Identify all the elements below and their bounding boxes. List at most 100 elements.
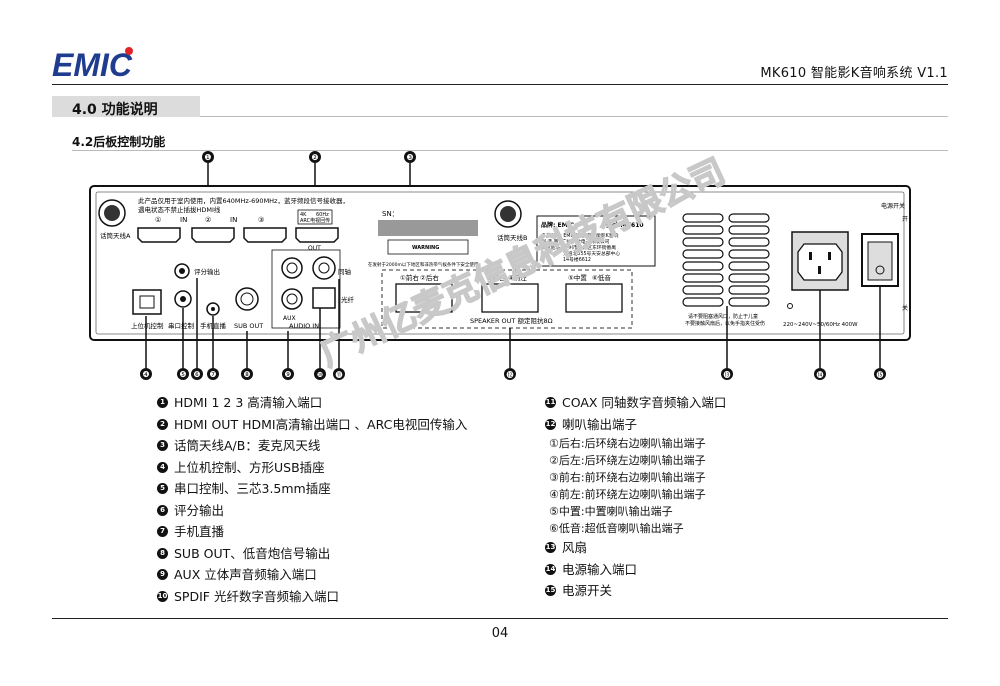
svg-text:⓬: ⓬: [507, 371, 514, 379]
section-bar: [52, 96, 200, 117]
section-bar-line: [200, 116, 948, 117]
header-rule: [52, 84, 948, 85]
svg-text:❺: ❺: [179, 370, 186, 379]
section-title: 4.0 功能说明: [72, 102, 158, 118]
speaker-terminal-6: ⑥低音:超低音喇叭输出端子: [549, 522, 684, 535]
svg-text:❼: ❼: [209, 370, 216, 379]
callout-11: ⓫: [333, 279, 345, 380]
svg-text:4K: 4K: [300, 212, 307, 218]
svg-text:ARC电视回传: ARC电视回传: [300, 217, 330, 224]
svg-text:请不要阻塞通风口，防止于儿童: 请不要阻塞通风口，防止于儿童: [688, 313, 758, 320]
svg-text:关: 关: [902, 304, 908, 312]
svg-text:❾: ❾: [284, 370, 291, 379]
svg-text:14号楼6612: 14号楼6612: [563, 256, 591, 263]
svg-text:⑥低音: ⑥低音: [592, 273, 611, 282]
spdif-port: 光纤: [312, 287, 355, 309]
svg-text:话筒天线A: 话筒天线A: [100, 231, 131, 240]
svg-text:公司地址: 广州市番禺区东环街番禺: 公司地址: 广州市番禺区东环街番禺: [541, 244, 616, 251]
callout-13: ⓭: [721, 306, 733, 380]
svg-text:SUB OUT: SUB OUT: [234, 322, 263, 330]
footer-rule: [52, 618, 948, 619]
svg-text:⑤中置: ⑤中置: [568, 273, 587, 282]
svg-text:①: ①: [155, 216, 161, 224]
callout-14: ⓮: [814, 290, 826, 380]
svg-text:AUX: AUX: [283, 315, 296, 322]
coax-jack: 同轴: [312, 256, 352, 280]
callout-7: ❼: [207, 316, 219, 380]
svg-text:IN: IN: [230, 216, 237, 224]
svg-text:❹: ❹: [142, 370, 149, 379]
svg-text:❽: ❽: [243, 370, 250, 379]
svg-text:①前右: ①前右: [400, 273, 419, 282]
hdmi-in-ports: ① IN ② IN ③: [137, 216, 287, 243]
chassis-outline: [89, 185, 911, 341]
svg-text:光纤: 光纤: [341, 295, 355, 304]
svg-text:❷: ❷: [311, 153, 318, 162]
callout-6: ❻: [191, 278, 203, 380]
callout-8: ❽: [241, 331, 253, 380]
svg-text:❻: ❻: [193, 370, 200, 379]
speaker-out-terminals: ①前右 ②后右 ③前右 ④前左 ⑤中置 ⑥低音 SPEAKER OUT 额定阻抗…: [381, 269, 633, 329]
svg-text:评分输出: 评分输出: [194, 267, 220, 276]
svg-text:❶: ❶: [204, 153, 211, 162]
svg-text:此产品仅用于室内使用，内置640MHz-690MHz，蓝牙频: 此产品仅用于室内使用，内置640MHz-690MHz，蓝牙频段信号接收器，: [138, 196, 349, 205]
svg-text:在发射于2000m以下地区和非热带气候条件下安全使用: 在发射于2000m以下地区和非热带气候条件下安全使用: [368, 261, 478, 268]
usb-b-port: 上位机控制: [131, 289, 164, 330]
document-title: MK610 智能影K音响系统 V1.1: [760, 66, 948, 81]
svg-text:⓯: ⓯: [877, 371, 884, 379]
nameplate: 品牌: EMIC 型号:MK610 产品名称: EMIC/亿麦克智能影K音响 制…: [536, 215, 656, 267]
antenna-a-connector: 话筒天线A: [98, 199, 131, 240]
callout-10: ❿: [314, 308, 326, 380]
sn-sticker: [378, 220, 478, 236]
svg-text:⓮: ⓮: [817, 371, 824, 379]
svg-text:制 造 商: 广州乐歌电子有限公司: 制 造 商: 广州乐歌电子有限公司: [541, 238, 610, 245]
svg-text:产品名称: EMIC/亿麦克智能影K音响: 产品名称: EMIC/亿麦克智能影K音响: [541, 232, 619, 239]
subsection-title: 4.2后板控制功能: [72, 135, 166, 149]
subsection-rule: [72, 150, 948, 151]
speaker-terminal-3: ③前右:前环绕右边喇叭输出端子: [549, 471, 706, 484]
svg-text:电源开关: 电源开关: [881, 202, 905, 210]
svg-text:遇电状态不禁止插拔HDMI线: 遇电状态不禁止插拔HDMI线: [138, 205, 221, 214]
svg-text:型号:MK610: 型号:MK610: [606, 221, 644, 229]
svg-text:SPEAKER OUT 额定阻抗8Ω: SPEAKER OUT 额定阻抗8Ω: [470, 316, 553, 325]
svg-text:开: 开: [902, 216, 908, 223]
warning-label: [387, 239, 469, 255]
score-out-jack: 评分输出: [174, 263, 220, 279]
fan-grille: [682, 213, 770, 307]
serial-jack: 串口控制: [168, 290, 195, 330]
callout-15: ⓯: [874, 286, 886, 380]
page-number: 04: [491, 626, 509, 641]
svg-text:AUDIO IN: AUDIO IN: [289, 322, 319, 330]
callout-12: ⓬: [504, 328, 516, 380]
svg-text:串口控制: 串口控制: [168, 321, 195, 330]
svg-text:同轴: 同轴: [338, 267, 352, 276]
callout-9: ❾: [282, 331, 294, 380]
svg-text:③前右: ③前右: [486, 273, 505, 282]
power-switch: 电源开关 开 关: [861, 202, 908, 312]
speaker-terminal-4: ④前左:前环绕左边喇叭输出端子: [549, 488, 706, 501]
emic-logo: EMIC: [52, 46, 158, 83]
svg-text:④前左: ④前左: [508, 273, 527, 282]
svg-text:❿: ❿: [317, 371, 323, 379]
rear-panel-diagram: ❶ ❷ ❸ 此产品仅用于室内使用，内置640MHz-690MHz，蓝牙频段信号接…: [89, 151, 911, 380]
speaker-terminal-2: ②后左:后环绕左边喇叭输出端子: [549, 454, 706, 467]
svg-text:⓫: ⓫: [336, 371, 343, 379]
svg-text:上位机控制: 上位机控制: [131, 321, 164, 330]
logo-red-dot: [125, 47, 133, 55]
aux-jacks: AUX: [281, 257, 303, 322]
speaker-terminal-1: ①后右:后环绕右边喇叭输出端子: [549, 437, 706, 450]
